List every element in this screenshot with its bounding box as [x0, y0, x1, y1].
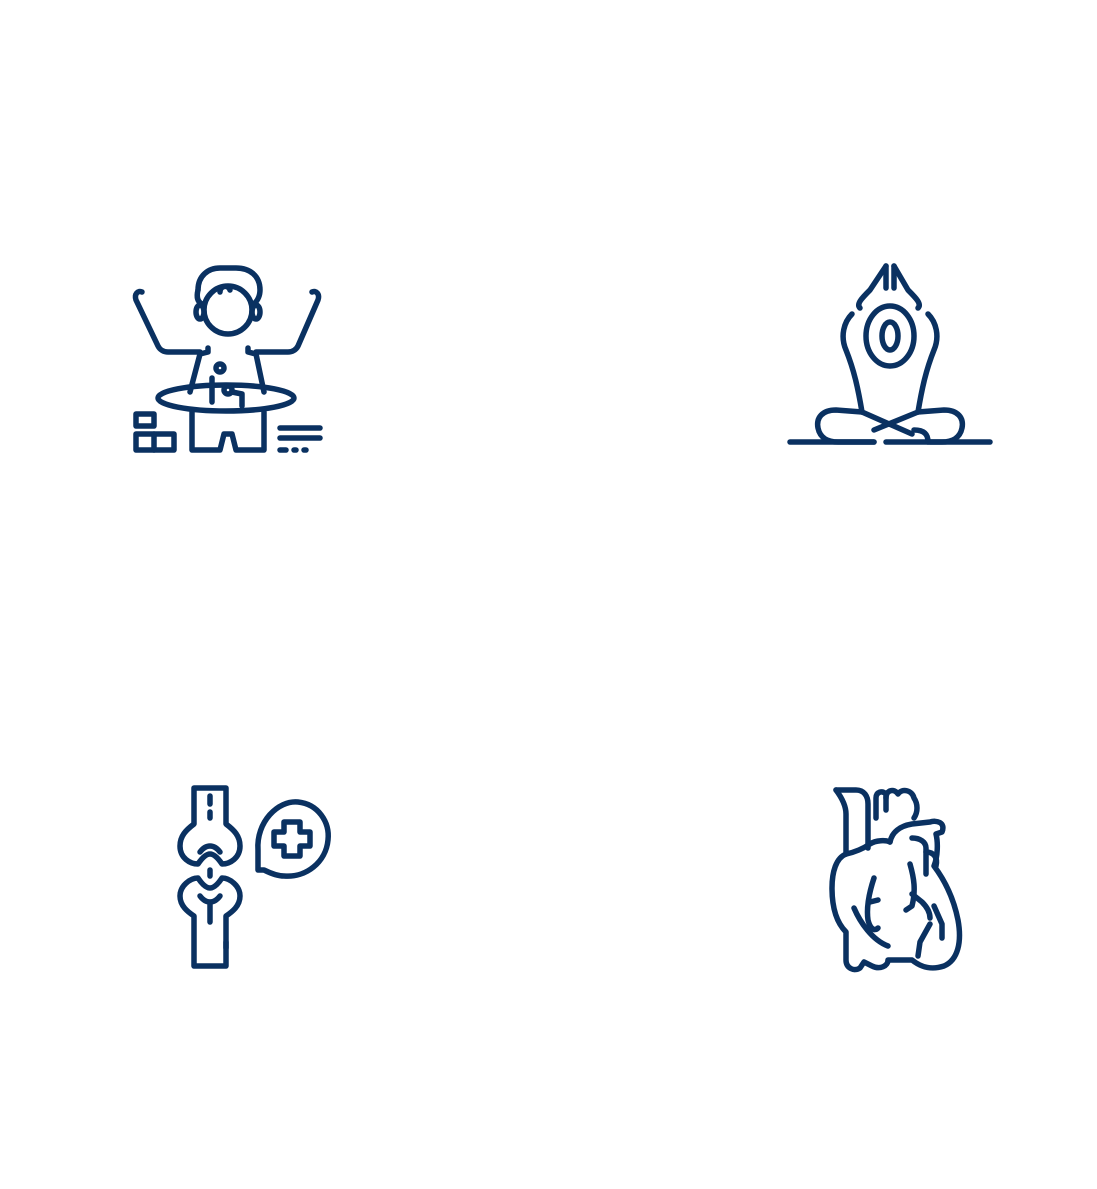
hula-hoop-fitness-icon	[128, 262, 328, 462]
yoga-meditation-icon	[782, 258, 998, 454]
anatomical-heart-icon	[826, 782, 968, 974]
joint-care-icon	[170, 782, 336, 974]
